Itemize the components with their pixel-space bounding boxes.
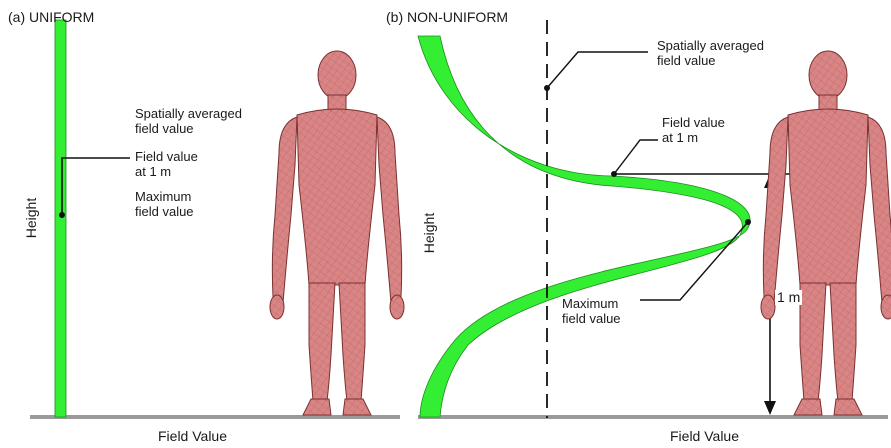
label-1m-a: Field value at 1 m (135, 149, 198, 179)
leader-line-1m (614, 140, 658, 174)
human-figure-a (270, 51, 404, 415)
average-point (544, 85, 550, 91)
leader-line-a (62, 158, 130, 215)
ground-a (30, 415, 400, 419)
dimension-arrow-down (764, 401, 776, 415)
label-1m-b: Field value at 1 m (662, 115, 725, 145)
dimension-label: 1 m (775, 290, 802, 305)
panel-a (30, 20, 404, 419)
label-average-a: Spatially averaged field value (135, 106, 242, 136)
label-average-b: Spatially averaged field value (657, 38, 764, 68)
panel-b-ylabel: Height (421, 210, 437, 256)
panel-b-xlabel: Field Value (670, 428, 739, 444)
leader-line-average (547, 52, 648, 88)
panel-a-ylabel: Height (23, 195, 39, 241)
max-point (745, 219, 751, 225)
label-max-b: Maximum field value (562, 296, 621, 326)
panel-b-title: (b) NON-UNIFORM (386, 10, 508, 25)
label-max-a: Maximum field value (135, 189, 194, 219)
human-figure-b (761, 51, 891, 415)
nonuniform-field-band (418, 36, 750, 417)
uniform-field-band (55, 20, 66, 417)
panel-a-xlabel: Field Value (158, 428, 227, 444)
field-point-a (59, 212, 65, 218)
panel-a-title: (a) UNIFORM (8, 10, 94, 25)
ground-b (418, 415, 888, 419)
panel-b (418, 20, 891, 419)
